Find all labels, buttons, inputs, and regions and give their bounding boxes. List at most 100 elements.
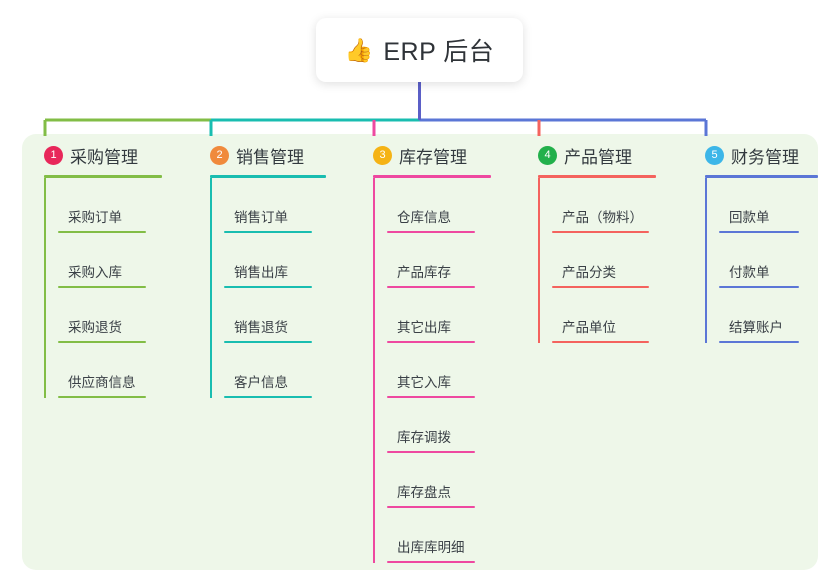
- list-item-label: 付款单: [729, 265, 770, 280]
- column-header-采购管理[interactable]: 1 采购管理: [30, 142, 148, 168]
- list-item-label: 产品分类: [562, 265, 616, 280]
- list-item[interactable]: 销售退货: [210, 288, 312, 343]
- column-badge-1: 1: [44, 145, 63, 165]
- list-item[interactable]: 付款单: [705, 233, 804, 288]
- list-item-underline: [224, 396, 312, 398]
- column-items: 产品（物料） 产品分类产品单位: [524, 178, 649, 343]
- column-trunk-line: [373, 178, 375, 563]
- list-item-label: 其它出库: [397, 320, 451, 335]
- column-trunk-line: [538, 178, 540, 343]
- list-item[interactable]: 销售订单: [210, 178, 312, 233]
- list-item[interactable]: 库存调拨: [373, 398, 477, 453]
- column-header-underline: [373, 175, 491, 178]
- column-销售管理: 2 销售管理销售订单销售出库销售退货客户信息: [196, 142, 326, 398]
- list-item-label: 采购订单: [68, 210, 122, 225]
- column-items: 采购订单采购入库采购退货供应商信息: [30, 178, 148, 398]
- list-item[interactable]: 结算账户: [705, 288, 804, 343]
- list-item-label: 产品库存: [397, 265, 451, 280]
- column-badge-5: 5: [705, 145, 724, 165]
- list-item-label: 库存调拨: [397, 430, 451, 445]
- list-item-label: 销售退货: [234, 320, 288, 335]
- list-item-label: 销售订单: [234, 210, 288, 225]
- list-item[interactable]: 采购退货: [44, 288, 148, 343]
- list-item[interactable]: 仓库信息: [373, 178, 477, 233]
- column-items: 仓库信息产品库存其它出库其它入库库存调拨库存盘点出库库明细: [359, 178, 477, 563]
- column-trunk-line: [705, 178, 707, 343]
- list-item-underline: [387, 561, 475, 563]
- list-item[interactable]: 客户信息: [210, 343, 312, 398]
- list-item-underline: [387, 231, 475, 233]
- column-title-label: 产品管理: [564, 147, 632, 167]
- list-item-underline: [387, 451, 475, 453]
- column-trunk-line: [44, 178, 46, 398]
- list-item-underline: [224, 231, 312, 233]
- list-item-underline: [552, 286, 649, 288]
- column-title-label: 财务管理: [731, 147, 799, 167]
- list-item[interactable]: 产品分类: [538, 233, 649, 288]
- list-item[interactable]: 销售出库: [210, 233, 312, 288]
- column-items: 销售订单销售出库销售退货客户信息: [196, 178, 312, 398]
- diagram-panel-background: [22, 134, 818, 570]
- column-badge-3: 3: [373, 145, 392, 165]
- list-item-underline: [224, 341, 312, 343]
- list-item-label: 采购退货: [68, 320, 122, 335]
- list-item-label: 销售出库: [234, 265, 288, 280]
- column-库存管理: 3 库存管理仓库信息产品库存其它出库其它入库库存调拨库存盘点出库库明细: [359, 142, 491, 563]
- column-header-underline: [538, 175, 656, 178]
- column-title-label: 库存管理: [399, 147, 467, 167]
- column-header-underline: [705, 175, 818, 178]
- list-item[interactable]: 产品库存: [373, 233, 477, 288]
- list-item-underline: [552, 341, 649, 343]
- column-header-财务管理[interactable]: 5 财务管理: [691, 142, 804, 168]
- column-title-label: 销售管理: [236, 147, 304, 167]
- list-item-label: 库存盘点: [397, 485, 451, 500]
- column-header-underline: [210, 175, 326, 178]
- list-item[interactable]: 其它出库: [373, 288, 477, 343]
- column-header-库存管理[interactable]: 3 库存管理: [359, 142, 477, 168]
- list-item[interactable]: 采购订单: [44, 178, 148, 233]
- list-item-underline: [387, 506, 475, 508]
- list-item-underline: [224, 286, 312, 288]
- list-item-underline: [719, 231, 799, 233]
- column-badge-2: 2: [210, 145, 229, 165]
- list-item-label: 采购入库: [68, 265, 122, 280]
- column-items: 回款单付款单结算账户: [691, 178, 804, 343]
- list-item-label: 供应商信息: [68, 375, 136, 390]
- list-item-label: 出库库明细: [397, 540, 465, 555]
- list-item[interactable]: 采购入库: [44, 233, 148, 288]
- column-采购管理: 1 采购管理采购订单采购入库采购退货供应商信息: [30, 142, 162, 398]
- list-item[interactable]: 产品（物料）: [538, 178, 649, 233]
- list-item-underline: [58, 396, 146, 398]
- list-item[interactable]: 其它入库: [373, 343, 477, 398]
- column-trunk-line: [210, 178, 212, 398]
- list-item-underline: [387, 396, 475, 398]
- list-item-underline: [387, 286, 475, 288]
- column-header-销售管理[interactable]: 2 销售管理: [196, 142, 312, 168]
- list-item[interactable]: 库存盘点: [373, 453, 477, 508]
- list-item[interactable]: 回款单: [705, 178, 804, 233]
- root-node-erp-backend[interactable]: 👍 ERP 后台: [316, 18, 523, 82]
- root-node-title: ERP 后台: [383, 38, 495, 66]
- list-item-label: 客户信息: [234, 375, 288, 390]
- list-item-underline: [552, 231, 649, 233]
- list-item[interactable]: 产品单位: [538, 288, 649, 343]
- list-item-label: 回款单: [729, 210, 770, 225]
- column-财务管理: 5 财务管理回款单付款单结算账户: [691, 142, 818, 343]
- list-item[interactable]: 出库库明细: [373, 508, 477, 563]
- column-title-label: 采购管理: [70, 147, 138, 167]
- column-header-underline: [44, 175, 162, 178]
- list-item-underline: [719, 286, 799, 288]
- list-item-underline: [719, 341, 799, 343]
- list-item-label: 其它入库: [397, 375, 451, 390]
- column-badge-4: 4: [538, 145, 557, 165]
- list-item-underline: [58, 286, 146, 288]
- list-item-underline: [58, 231, 146, 233]
- list-item[interactable]: 供应商信息: [44, 343, 148, 398]
- list-item-label: 结算账户: [729, 320, 783, 335]
- list-item-label: 产品（物料）: [562, 210, 643, 225]
- column-产品管理: 4 产品管理产品（物料） 产品分类产品单位: [524, 142, 656, 343]
- column-header-产品管理[interactable]: 4 产品管理: [524, 142, 642, 168]
- list-item-underline: [58, 341, 146, 343]
